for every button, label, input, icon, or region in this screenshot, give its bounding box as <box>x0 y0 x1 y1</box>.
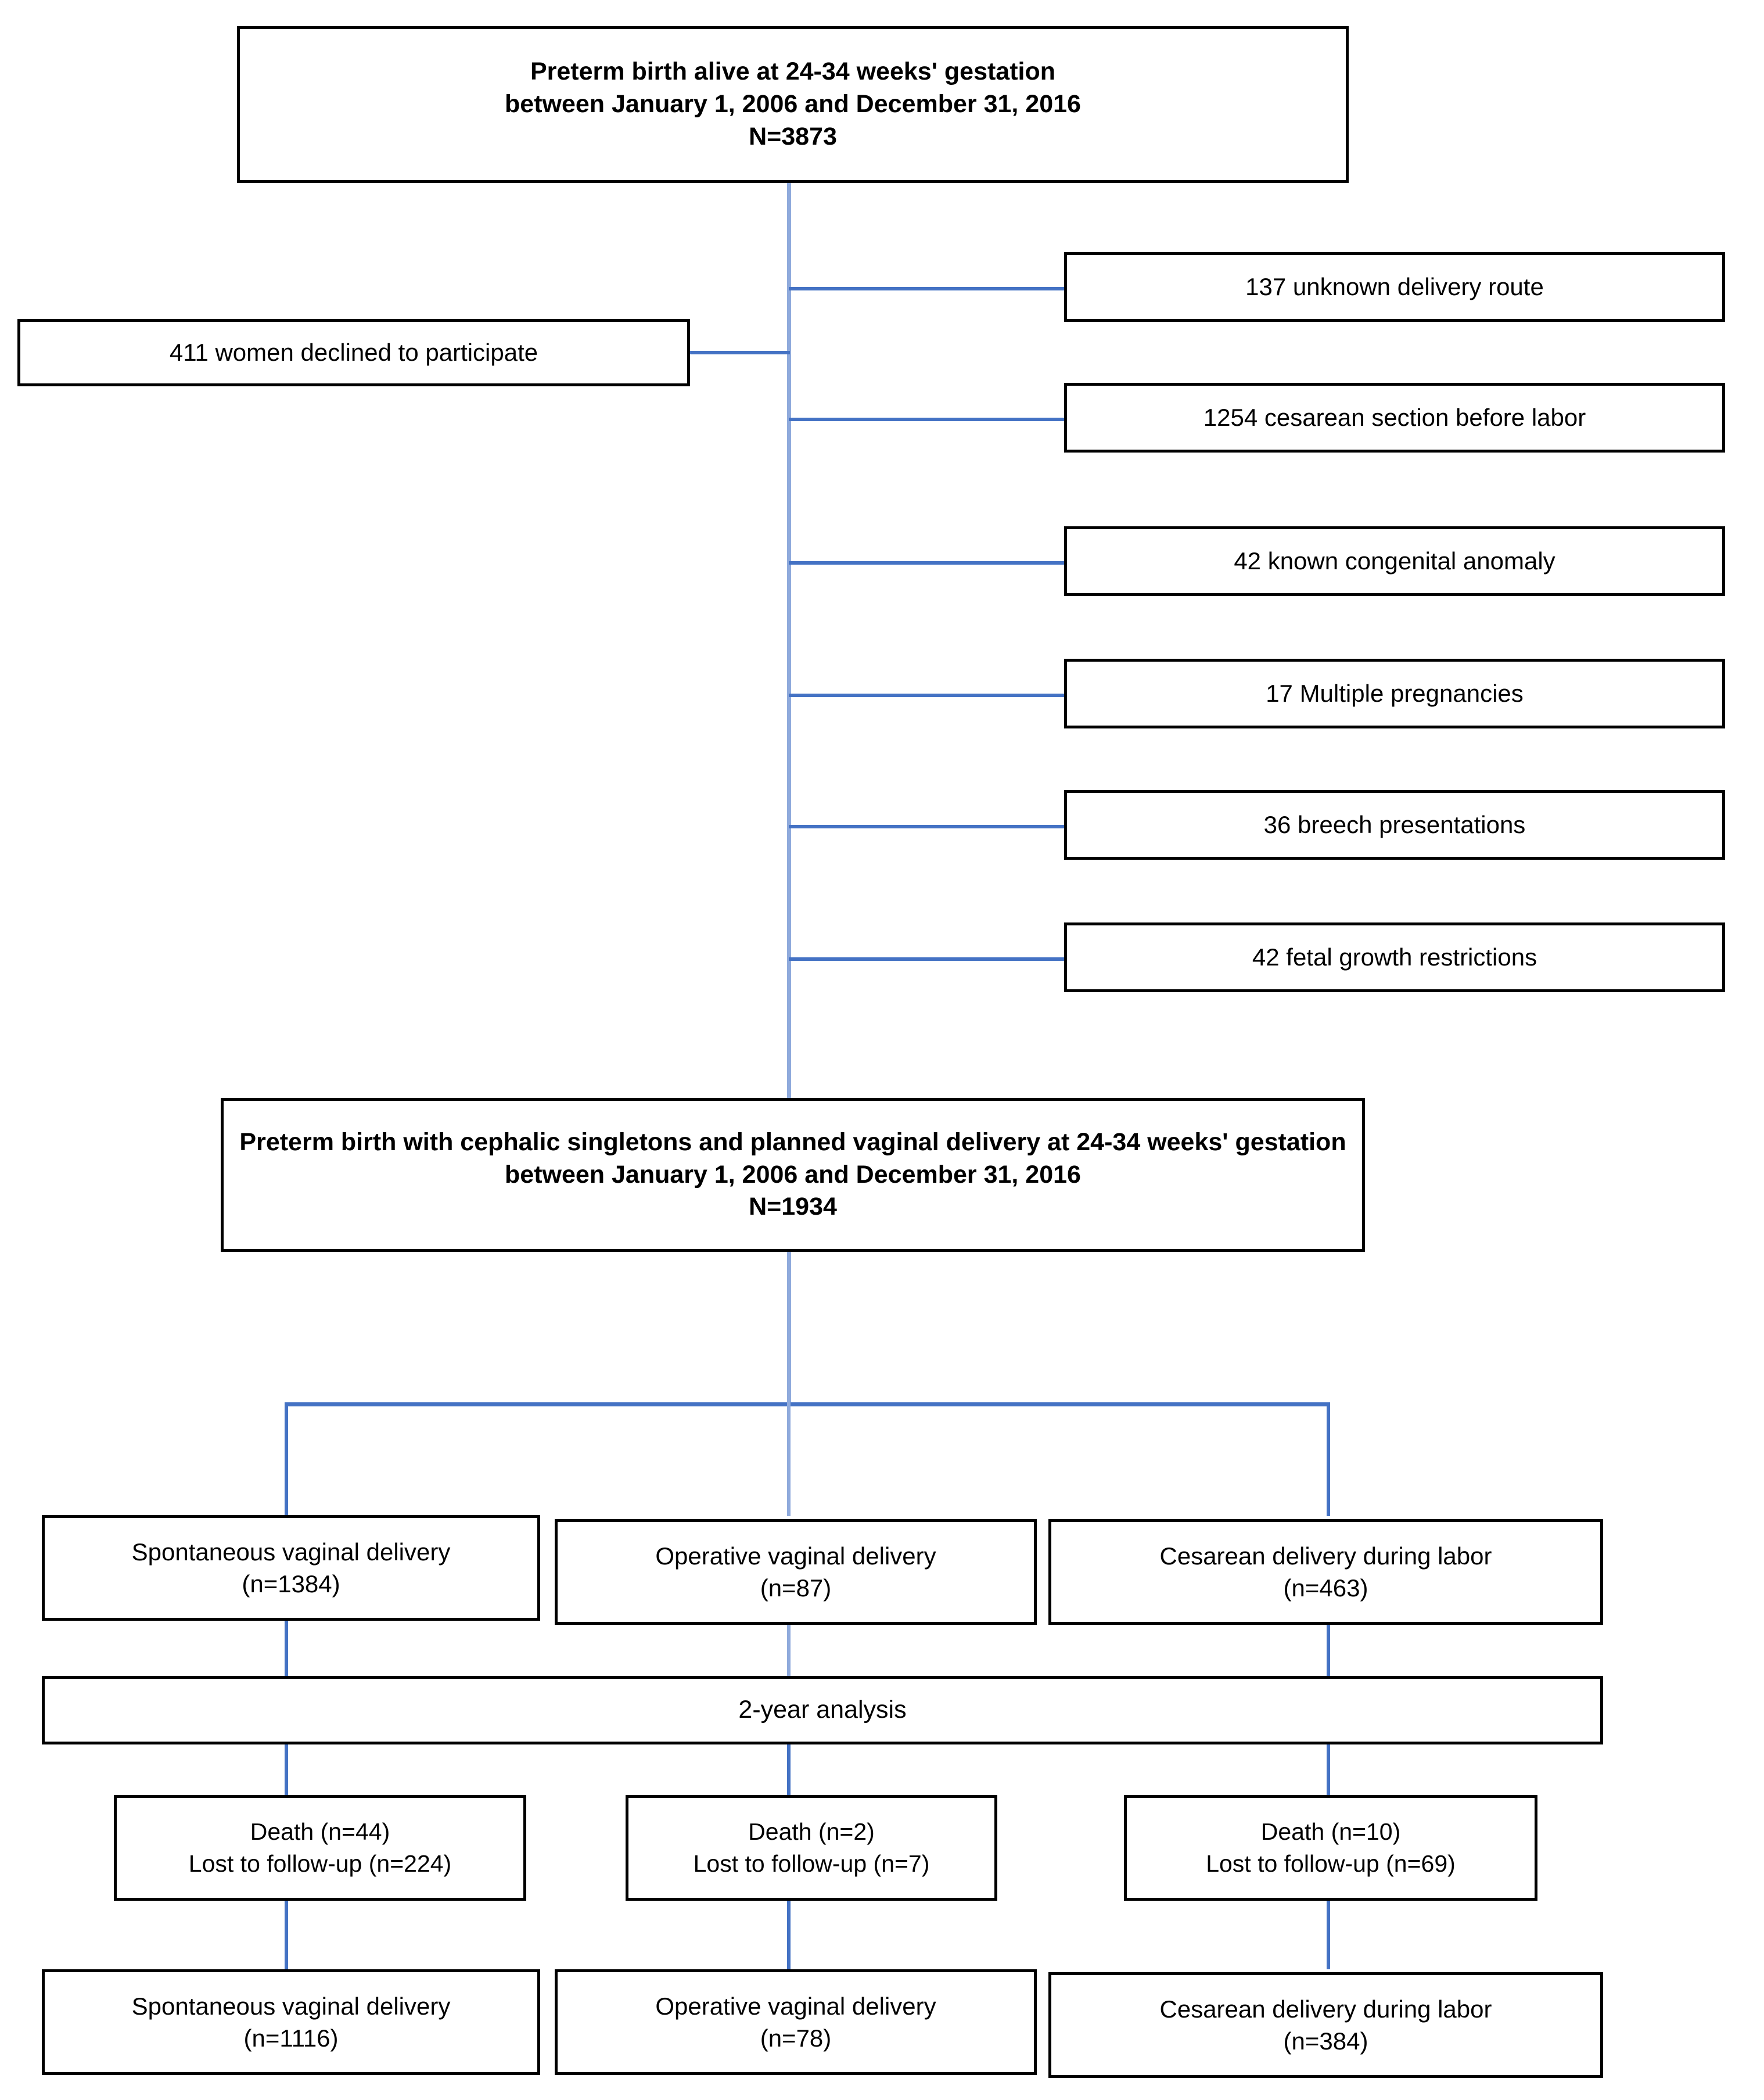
connector-exclusion-3 <box>789 561 1066 565</box>
connector-attrition1-to-final1 <box>285 1901 288 1969</box>
final-group-label-3: Cesarean delivery during labor <box>1159 1995 1492 2023</box>
top-box-line-3: N=3873 <box>749 122 837 150</box>
attrition-box-3: Death (n=10) Lost to follow-up (n=69) <box>1124 1795 1537 1901</box>
attrition-lost-1: Lost to follow-up (n=224) <box>188 1850 452 1877</box>
connector-branch-right <box>1327 1402 1330 1516</box>
connector-left-exclusion <box>690 351 790 354</box>
group-label-2: Operative vaginal delivery <box>655 1542 936 1570</box>
spine-second-segment <box>787 1252 791 1404</box>
second-box-line-2: N=1934 <box>749 1193 837 1221</box>
final-group-box-spontaneous-vaginal: Spontaneous vaginal delivery (n=1116) <box>42 1969 540 2075</box>
connector-branch-left <box>285 1402 288 1516</box>
final-group-label-2: Operative vaginal delivery <box>655 1992 936 2020</box>
spine-top-segment <box>787 183 791 1101</box>
attrition-box-2: Death (n=2) Lost to follow-up (n=7) <box>626 1795 997 1901</box>
connector-band-to-attrition3 <box>1327 1743 1330 1796</box>
group-box-spontaneous-vaginal: Spontaneous vaginal delivery (n=1384) <box>42 1515 540 1621</box>
group-label-1: Spontaneous vaginal delivery <box>131 1538 451 1566</box>
exclusion-label-4: 17 Multiple pregnancies <box>1266 679 1524 707</box>
connector-group2-to-band <box>787 1621 791 1677</box>
attrition-death-2: Death (n=2) <box>748 1818 875 1846</box>
attrition-death-3: Death (n=10) <box>1260 1818 1401 1846</box>
final-group-box-operative-vaginal: Operative vaginal delivery (n=78) <box>555 1969 1037 2075</box>
top-box-line-2: between January 1, 2006 and December 31,… <box>505 90 1081 119</box>
final-group-count-1: (n=1116) <box>243 2024 339 2052</box>
connector-branch-center <box>787 1402 791 1516</box>
final-group-label-1: Spontaneous vaginal delivery <box>131 1992 451 2020</box>
attrition-death-1: Death (n=44) <box>250 1818 390 1846</box>
analysis-band-box: 2-year analysis <box>42 1676 1603 1744</box>
exclusion-label-1: 137 unknown delivery route <box>1245 272 1544 300</box>
connector-attrition2-to-final2 <box>787 1901 791 1969</box>
final-group-count-2: (n=78) <box>760 2024 832 2052</box>
group-box-cesarean-during-labor: Cesarean delivery during labor (n=463) <box>1048 1519 1603 1625</box>
attrition-lost-3: Lost to follow-up (n=69) <box>1206 1850 1456 1877</box>
group-count-3: (n=463) <box>1283 1574 1368 1602</box>
connector-group1-to-band <box>285 1621 288 1677</box>
left-exclusion-box: 411 women declined to participate <box>17 319 690 386</box>
connector-exclusion-2 <box>789 418 1066 421</box>
group-count-1: (n=1384) <box>242 1570 340 1598</box>
final-group-box-cesarean-during-labor: Cesarean delivery during labor (n=384) <box>1048 1972 1603 2078</box>
branch-bar <box>285 1402 1330 1406</box>
group-label-3: Cesarean delivery during labor <box>1159 1542 1492 1570</box>
connector-band-to-attrition1 <box>285 1743 288 1796</box>
connector-exclusion-5 <box>789 825 1066 828</box>
final-group-count-3: (n=384) <box>1283 2027 1368 2055</box>
connector-exclusion-1 <box>789 287 1066 290</box>
exclusion-box-3: 42 known congenital anomaly <box>1064 526 1725 596</box>
exclusion-label-6: 42 fetal growth restrictions <box>1252 943 1537 971</box>
exclusion-box-5: 36 breech presentations <box>1064 790 1725 860</box>
exclusion-box-6: 42 fetal growth restrictions <box>1064 922 1725 992</box>
exclusion-box-4: 17 Multiple pregnancies <box>1064 659 1725 728</box>
connector-group3-to-band <box>1327 1621 1330 1677</box>
attrition-lost-2: Lost to follow-up (n=7) <box>693 1850 930 1877</box>
analysis-band-label: 2-year analysis <box>738 1696 907 1724</box>
exclusion-label-5: 36 breech presentations <box>1263 810 1526 838</box>
top-box-line-1: Preterm birth alive at 24-34 weeks' gest… <box>530 58 1056 86</box>
connector-exclusion-4 <box>789 694 1066 697</box>
connector-exclusion-6 <box>789 957 1066 961</box>
second-box-line-1: Preterm birth with cephalic singletons a… <box>239 1128 1346 1189</box>
attrition-box-1: Death (n=44) Lost to follow-up (n=224) <box>114 1795 526 1901</box>
eligible-cohort-box: Preterm birth with cephalic singletons a… <box>221 1098 1365 1252</box>
group-box-operative-vaginal: Operative vaginal delivery (n=87) <box>555 1519 1037 1625</box>
exclusion-label-3: 42 known congenital anomaly <box>1234 547 1555 575</box>
exclusion-box-2: 1254 cesarean section before labor <box>1064 383 1725 453</box>
left-exclusion-label: 411 women declined to participate <box>169 338 538 366</box>
group-count-2: (n=87) <box>760 1574 832 1602</box>
exclusion-label-2: 1254 cesarean section before labor <box>1203 403 1586 431</box>
exclusion-box-1: 137 unknown delivery route <box>1064 252 1725 322</box>
top-enrollment-box: Preterm birth alive at 24-34 weeks' gest… <box>237 26 1349 183</box>
connector-band-to-attrition2 <box>787 1743 791 1796</box>
connector-attrition3-to-final3 <box>1327 1901 1330 1969</box>
